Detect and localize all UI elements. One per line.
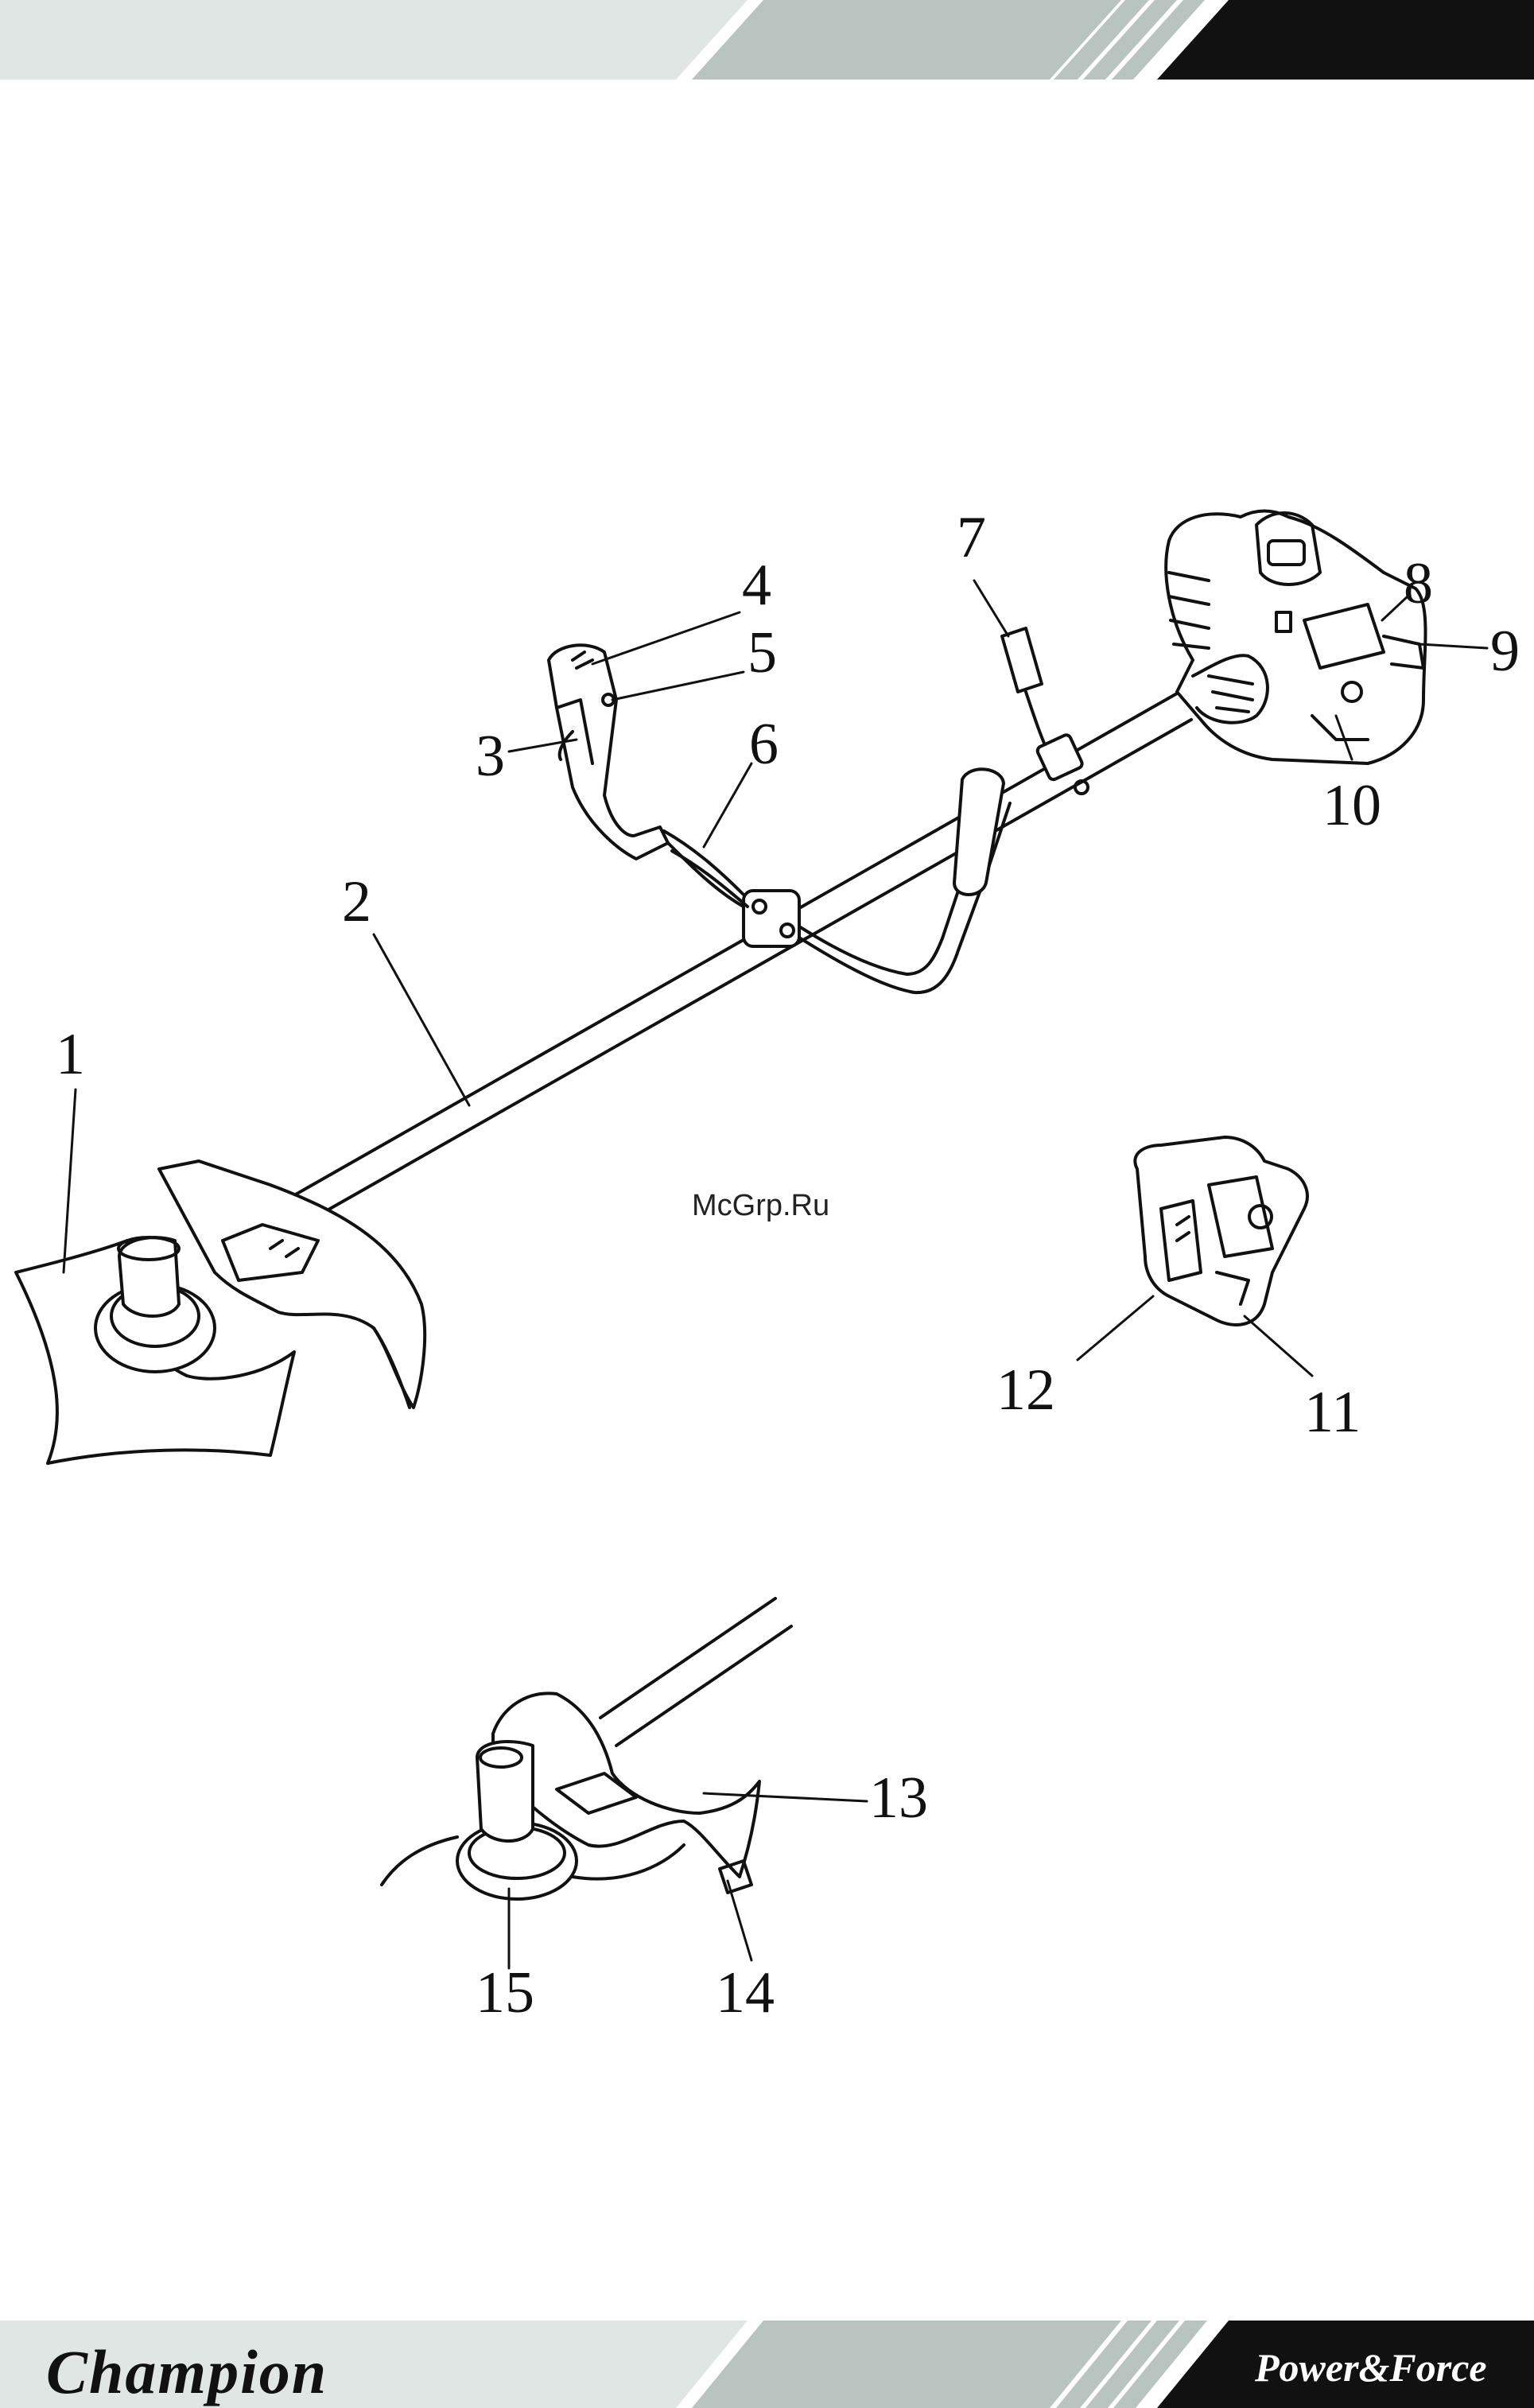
callout-5: 5	[748, 620, 777, 686]
callout-4: 4	[742, 553, 771, 618]
callout-1: 1	[56, 1022, 85, 1087]
callout-7: 7	[957, 505, 986, 570]
engine-unit	[1166, 511, 1425, 764]
callout-8: 8	[1404, 551, 1433, 616]
callout-13: 13	[869, 1765, 928, 1831]
callout-9: 9	[1490, 619, 1520, 684]
trimmer-head-detail	[382, 1598, 791, 1899]
callout-3: 3	[476, 724, 505, 789]
watermark-text: McGrp.Ru	[692, 1189, 829, 1222]
control-handle	[549, 645, 748, 907]
handlebar	[668, 769, 1010, 992]
callout-6: 6	[749, 712, 779, 777]
brand-logo: Champion	[46, 2336, 328, 2408]
callout-14: 14	[716, 1960, 775, 2025]
callout-10: 10	[1322, 773, 1381, 838]
air-filter-cover	[1135, 1137, 1307, 1325]
brand-tagline: Power&Force	[1255, 2344, 1487, 2391]
harness-clip	[1002, 628, 1088, 794]
blade-guard	[159, 1161, 425, 1408]
callout-15: 15	[476, 1960, 534, 2025]
callout-12: 12	[996, 1357, 1055, 1423]
callout-2: 2	[342, 869, 371, 934]
callout-11: 11	[1304, 1380, 1361, 1445]
